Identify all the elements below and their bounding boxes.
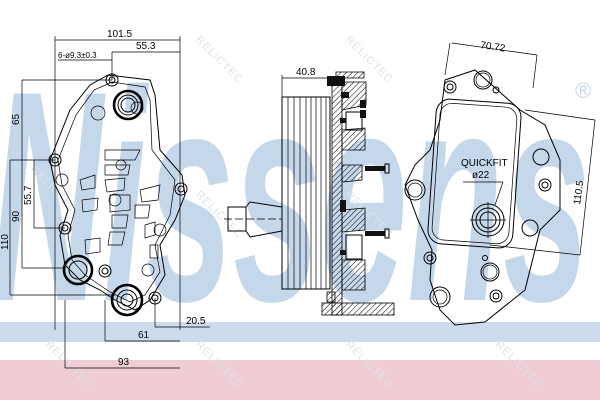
cooler-fins [281, 96, 331, 290]
dim-overall-width: 101.5 [107, 29, 132, 40]
dim-height-55-7: 55.7 [23, 185, 34, 205]
core-plate [427, 98, 522, 249]
brand-logo-text: Nissens [0, 28, 590, 364]
dim-depth: 40.8 [296, 67, 316, 78]
back-outline [404, 69, 561, 326]
dim-back-width: 70.72 [480, 40, 507, 54]
pink-band [0, 360, 600, 400]
dim-height-110: 110 [0, 234, 11, 250]
dim-hole-offset: 55.3 [136, 41, 156, 52]
dim-width-93: 93 [118, 357, 130, 368]
quickfit-pipe [224, 201, 283, 238]
quickfit-port: QUICKFIT ø22 [461, 158, 508, 238]
quickfit-label: QUICKFIT [461, 158, 508, 169]
back-view: 70.72 110.5 QUICKFIT ø22 [404, 40, 596, 326]
registered-mark: ® [575, 78, 591, 103]
port-lower-left [62, 254, 94, 286]
dim-height-65: 65 [11, 113, 22, 125]
dim-width-61: 61 [138, 330, 150, 341]
front-dimensions: 101.5 55.3 6-ø9.3±0.3 65 55.7 90 110 20.… [0, 29, 210, 369]
brand-logo: Nissens ® [0, 28, 591, 364]
dim-back-height: 110.5 [572, 179, 586, 205]
dim-offset-20-5: 20.5 [186, 316, 206, 327]
port-lower-right [110, 283, 144, 317]
blue-band [0, 322, 600, 342]
dim-height-90: 90 [11, 210, 22, 222]
quickfit-diameter: ø22 [472, 170, 490, 181]
front-view: 101.5 55.3 6-ø9.3±0.3 65 55.7 90 110 20.… [0, 29, 210, 369]
back-holes [404, 70, 552, 308]
side-view: 40.8 [224, 67, 395, 316]
front-ribs [55, 101, 167, 277]
housing-section [321, 71, 395, 316]
port-upper [112, 89, 144, 121]
front-outline [49, 74, 186, 311]
dim-hole-spec: 6-ø9.3±0.3 [58, 51, 97, 60]
